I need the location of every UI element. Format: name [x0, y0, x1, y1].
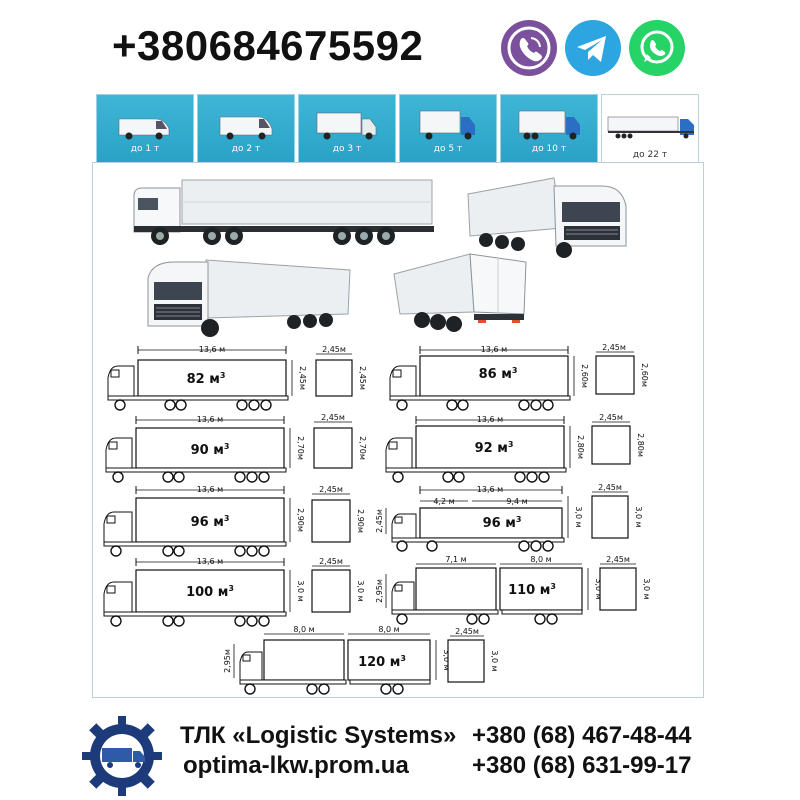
width-label: 2,45м	[598, 483, 622, 492]
box-height-label: 2,70м	[358, 436, 367, 460]
height-label: 2,90м	[296, 508, 305, 532]
width-label: 2,45м	[602, 343, 626, 352]
box-height-label: 3,0 м	[642, 578, 651, 599]
section-2-label: 8,0 м	[378, 625, 399, 634]
trailer-diagram-90: 13,6 м 90 м3 2,70м 2,45м 2,70м	[104, 413, 367, 486]
company-name: ТЛК «Logistic Systems»	[180, 722, 457, 749]
website-link[interactable]: optima-lkw.prom.ua	[183, 752, 409, 779]
tab-3t[interactable]: до 3 т	[298, 94, 396, 162]
trailer-diagram-96: 13,6 м 96 м3 2,90м 2,45м 2,90м	[102, 484, 368, 560]
telegram-icon[interactable]	[564, 19, 622, 77]
box-height-label: 3,0 м	[490, 650, 499, 671]
length-label: 13,6 м	[197, 557, 223, 566]
height-label: 3,0 м	[442, 649, 451, 670]
tab-label: до 10 т	[531, 144, 567, 154]
tab-5t[interactable]: до 5 т	[399, 94, 497, 162]
company-logo	[80, 716, 166, 800]
truck-icon	[316, 112, 377, 140]
volume-label: 96 м3	[191, 514, 230, 530]
semi-truck-icon	[607, 116, 694, 139]
volume-label: 90 м3	[191, 442, 230, 458]
section-1-label: 7,1 м	[445, 555, 466, 564]
tab-22t[interactable]: до 22 т	[601, 94, 699, 164]
width-label: 2,45м	[321, 413, 345, 422]
van-icon	[118, 118, 170, 140]
volume-label: 96 м3	[483, 515, 522, 531]
whatsapp-icon[interactable]	[628, 19, 686, 77]
tab-10t[interactable]: до 10 т	[500, 94, 598, 162]
tab-label: до 5 т	[433, 144, 463, 154]
section-2-label: 9,4 м	[506, 497, 527, 506]
height-label: 2,70м	[296, 436, 305, 460]
tab-label: до 2 т	[231, 144, 261, 154]
semi-truck-photo-side	[132, 178, 437, 248]
box-height-label: 2,80м	[636, 433, 645, 457]
header-phone[interactable]: +380684675592	[112, 22, 424, 69]
length-label: 13,6 м	[199, 345, 225, 354]
trailer-diagram-86: 13,6 м 86 м3 2,60м 2,45м 2,60м	[388, 343, 649, 416]
semi-trailer-photo-rear	[390, 252, 530, 336]
phone-1[interactable]: +380 (68) 467-48-44	[472, 722, 692, 749]
trailer-diagram-96-sections: 13,6 м 4,2 м 9,4 м 96 м3 3,0 м 2,45м 2,4…	[372, 483, 648, 554]
length-label: 13,6 м	[197, 485, 223, 494]
section-1-label: 8,0 м	[293, 625, 314, 634]
height-label: 2,45м	[298, 366, 307, 390]
width-label: 2,45м	[319, 557, 343, 566]
semi-truck-photo-front-left	[144, 256, 354, 340]
tab-label: до 3 т	[332, 144, 362, 154]
volume-label: 110 м3	[508, 582, 556, 598]
box-height-label: 3,0 м	[356, 580, 365, 601]
phone-2[interactable]: +380 (68) 631-99-17	[472, 752, 692, 779]
side-height-label: 2,45м	[375, 509, 384, 533]
width-label: 2,45м	[599, 413, 623, 422]
tab-1t[interactable]: до 1 т	[96, 94, 194, 162]
height-label: 3,0 м	[594, 578, 603, 599]
weight-tabs: до 1 т до 2 т до 3 т до 5 т до 10 т до 2…	[96, 94, 702, 164]
box-height-label: 2,60м	[640, 363, 649, 387]
length-label: 13,6 м	[477, 415, 503, 424]
van-icon	[219, 116, 273, 140]
height-label: 2,80м	[576, 435, 585, 459]
tab-2t[interactable]: до 2 т	[197, 94, 295, 162]
truck-icon	[419, 110, 475, 140]
road-train-diagram-120: 8,0 м 8,0 м 120 м3 3,0 м 2,95м 2,45м 3,0…	[222, 625, 499, 698]
tab-label: до 1 т	[130, 144, 160, 154]
trailer-diagram-100: 13,6 м 100 м3 3,0 м 2,45м 3,0 м	[102, 556, 368, 630]
height-label: 3,0 м	[296, 580, 305, 601]
section-1-label: 4,2 м	[433, 497, 454, 506]
section-2-label: 8,0 м	[530, 555, 551, 564]
volume-label: 86 м3	[479, 366, 518, 382]
truck-icon	[518, 110, 580, 140]
length-label: 13,6 м	[477, 485, 503, 494]
box-height-label: 2,90м	[356, 509, 365, 533]
volume-label: 92 м3	[475, 440, 514, 456]
height-label: 3,0 м	[574, 506, 583, 527]
width-label: 2,45м	[606, 555, 630, 564]
volume-label: 120 м3	[358, 654, 406, 670]
volume-label: 100 м3	[186, 584, 234, 600]
trailer-diagram-92: 13,6 м 92 м3 2,80м 2,45м 2,80м	[384, 413, 646, 486]
height-label: 2,60м	[580, 364, 589, 388]
viber-icon[interactable]	[500, 19, 558, 77]
side-height-label: 2,95м	[375, 579, 384, 603]
length-label: 13,6 м	[197, 415, 223, 424]
road-train-diagram-110: 7,1 м 8,0 м 110 м3 3,0 м 2,95м 2,45м 3,0…	[372, 555, 651, 630]
width-label: 2,45м	[322, 345, 346, 354]
footer: ТЛК «Logistic Systems» optima-lkw.prom.u…	[0, 708, 800, 800]
volume-label: 82 м3	[187, 371, 226, 387]
box-height-label: 3,0 м	[634, 506, 643, 527]
box-height-label: 2,45м	[358, 366, 367, 390]
semi-truck-photo-front-right	[466, 176, 632, 260]
tab-label: до 22 т	[632, 150, 668, 160]
trailer-diagram-82: 13,6 м 82 м3 2,45м 2,45м 2,45м	[106, 344, 367, 416]
width-label: 2,45м	[319, 485, 343, 494]
side-height-label: 2,95м	[223, 649, 232, 673]
length-label: 13,6 м	[481, 345, 507, 354]
width-label: 2,45м	[455, 627, 479, 636]
